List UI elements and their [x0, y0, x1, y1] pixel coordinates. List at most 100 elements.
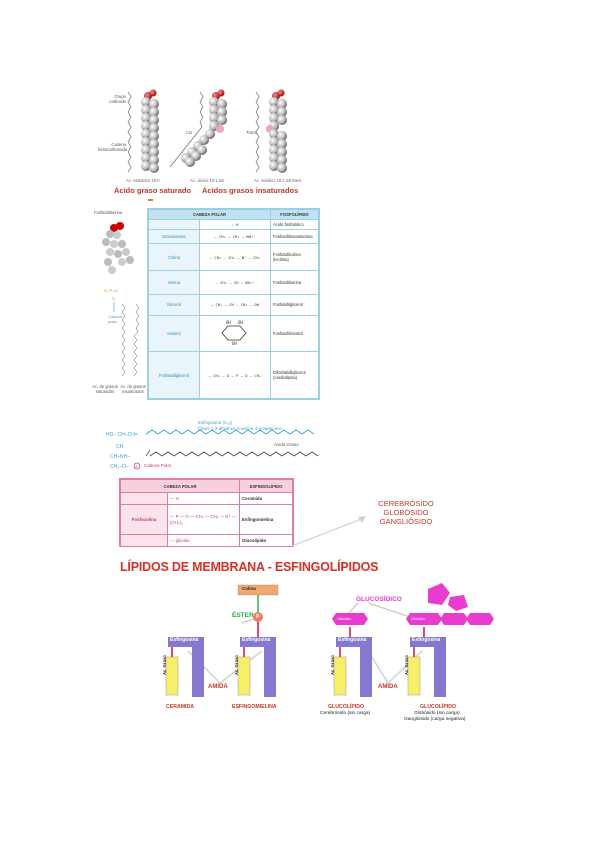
glucosidico-label: GLUCOSÍDICO — [356, 596, 402, 603]
phospholipid-drawing: O–P–O O — [102, 222, 140, 377]
row-polar: — glúcido — [167, 534, 240, 547]
row-result: Ceramida — [239, 492, 293, 505]
sphingolipid-table: CABEZA POLAR ESFINGOLÍPIDO — H Ceramida … — [119, 478, 294, 547]
cadena-label: Cadena hidrocarbonada — [98, 142, 128, 152]
ac-graso-label-2: Ac. Graso — [234, 655, 239, 675]
list-item: GLOBÓSIDO — [383, 508, 429, 517]
ceramida-caption: CERAMIDA — [166, 704, 194, 710]
row-result: Ácido fosfatídico — [270, 218, 319, 231]
svg-text:OH: OH — [226, 320, 231, 325]
esfingosina-label: Esfingosina (C₁₈) — [198, 420, 233, 425]
table-row: Colina — CH₂ – CH₂ – N⁺ – CH₃ Fosfatidil… — [148, 243, 319, 271]
caption-insaturados: Ácidos grasos insaturados — [202, 186, 299, 195]
p-label: P — [256, 614, 260, 620]
row-struct: — H — [199, 218, 271, 231]
esfingosina-label-1: Esfingosina — [170, 637, 199, 643]
esfingosina-label-2: Esfingosina — [242, 637, 271, 643]
ac-graso-label-1: Ac. Graso — [162, 655, 167, 675]
ac-graso-label-4: Ac. Graso — [404, 655, 409, 675]
cis-label: Cis — [186, 130, 193, 135]
subcaption-2: Ac. oleico 18:1 Δ9 — [190, 178, 224, 183]
esfingomielina-caption: ESFINGOMIELINA — [232, 704, 277, 710]
glucolipido-caption-2: GLUCOLÍPIDO — [420, 704, 457, 710]
subcaption-3: Ac. eláidico 18:1 Δ9 trans — [254, 178, 302, 183]
row-result: Fosfatidilglicerol — [270, 294, 319, 316]
row-name — [148, 218, 200, 231]
svg-text:CH₂–O–: CH₂–O– — [110, 464, 129, 470]
colina-label: Colina — [242, 586, 256, 591]
amida-label-1: AMIDA — [208, 684, 228, 690]
row-struct: — CH₂ – CH – NH₃⁺ — [199, 269, 271, 296]
svg-text:OH: OH — [232, 341, 237, 346]
phospholipid-table: CABEZA POLAR FOSFOLÍPIDO — H Ácido fosfa… — [147, 208, 320, 400]
table-row: Glicerol — CH₂ – CH – CH₂ – OH Fosfatidi… — [148, 294, 319, 316]
cerebrosido-caption: Cerebrósido (sin carga) — [320, 711, 371, 716]
row-name: Etanolamina — [148, 229, 200, 245]
svg-text:HO– CH–CH=: HO– CH–CH= — [106, 432, 138, 438]
cis-model — [181, 89, 227, 167]
membrane-diagram — [165, 583, 494, 697]
table-row: Etanolamina — CH₂ – CH₂ – NH₃⁺ Fosfatidi… — [148, 229, 319, 245]
row-name: Colina — [148, 243, 200, 271]
glucolipid-2-block — [406, 583, 494, 697]
svg-text:O–P–O: O–P–O — [104, 288, 117, 293]
orange-dash — [148, 199, 153, 201]
table-row: Inositol OH OH OH Fosfatidilinositol — [148, 314, 319, 353]
row-struct: — CH₂ – O – P – O – CH₂ — [199, 351, 271, 399]
row-polar: — P — O — CH₂ — CH₂ — N⁺ — (CH₃)₃ — [167, 504, 240, 535]
glucido-label-2: Glúcido — [411, 616, 425, 621]
row-struct: — CH₂ – CH – CH₂ – OH — [199, 294, 271, 316]
svg-text:CH: CH — [116, 444, 124, 450]
row-name: Glicerol — [148, 294, 200, 316]
list-item: CEREBRÓSIDO — [378, 499, 434, 508]
row-struct: — CH₂ – CH₂ – N⁺ – CH₃ — [199, 243, 271, 271]
table-row: Fosfatidilglicerol — CH₂ – O – P – O – C… — [148, 351, 319, 399]
row-result: Esfingomielina — [239, 504, 293, 535]
trans-model — [266, 89, 287, 173]
table-row: Fosfocolina — P — O — CH₂ — CH₂ — N⁺ — (… — [120, 504, 293, 535]
grupo-carboxilo-label: Grupo carboxilo — [109, 94, 126, 104]
trans-label: Trans — [246, 130, 257, 135]
row-name: Fosfatidilglicerol — [148, 351, 200, 399]
gangliosido-caption: Gangliósido (carga negativa) — [404, 717, 466, 722]
section-title: LÍPIDOS DE MEMBRANA - ESFINGOLÍPIDOS — [120, 560, 379, 574]
svg-text:OH: OH — [238, 320, 243, 325]
glucido-label-1: Glúcido — [337, 616, 351, 621]
saturated-model — [141, 89, 159, 173]
row-result: Fosfatidilserina — [270, 269, 319, 296]
caption-saturado: Ácido graso saturado — [114, 186, 192, 195]
row-name: Serina — [148, 269, 200, 296]
esfingosina-label-4: Esfingosina — [412, 637, 441, 643]
row-result: Glucolípido — [239, 534, 293, 547]
row-result: Difosfatidilglicerol (cardiolipina) — [270, 351, 319, 399]
ester-label: ÉSTER — [232, 612, 254, 619]
row-result: Fosfatidilcolina (lecitina) — [270, 243, 319, 271]
amida-label-2: AMIDA — [378, 684, 398, 690]
fatty-acid-models — [127, 89, 287, 173]
table-row: — glúcido Glucolípido — [120, 534, 293, 547]
glucolipido-caption-1: GLUCOLÍPIDO — [328, 704, 365, 710]
row-struct: — CH₂ – CH₂ – NH₃⁺ — [199, 229, 271, 245]
sphingosine-drawing: HO– CH–CH= CH CH–NH– CH₂–O– X — [106, 429, 319, 470]
row-name: Inositol — [148, 314, 200, 353]
cabeza-polar-label: Cabeza polar — [108, 314, 122, 324]
ac-graso-insat-label: Ac. de grasos insaturados — [120, 384, 146, 394]
table1-header-polar: CABEZA POLAR — [148, 209, 271, 220]
table2-header-result: ESFINGOLÍPIDO — [239, 479, 293, 493]
svg-text:CH–NH–: CH–NH– — [110, 454, 130, 460]
phospholipid-top-label: Fosfatidilserina — [94, 210, 123, 215]
table-row: Serina — CH₂ – CH – NH₃⁺ Fosfatidilserin… — [148, 269, 319, 296]
globosido-caption: Globósido (sin carga) — [414, 711, 460, 716]
glycolipid-list: CEREBRÓSIDO GLOBÓSIDO GANGLIÓSIDO — [364, 499, 448, 526]
ac-graso-label-3: Ac. Graso — [330, 655, 335, 675]
subcaption-1: Ac. esteárico 18:0 — [126, 178, 160, 183]
table2-header-polar: CABEZA POLAR — [120, 479, 240, 493]
table-row: — H Ceramida — [120, 492, 293, 505]
phospholipid-panel: Fosfatidilserina O–P–O O Cabeza polar Ac… — [92, 208, 147, 398]
row-name — [120, 492, 168, 505]
esfingosina-iupac: (trans-1,3-dihidroxi-2-amino-4-octadecen… — [198, 426, 283, 431]
table1-header-result: FOSFOLÍPIDO — [270, 209, 319, 220]
cabeza-polar-sph-label: Cabeza Polar — [144, 463, 172, 468]
arrow-to-glycolipid-list — [291, 516, 366, 547]
row-name: Fosfocolina — [120, 504, 168, 535]
